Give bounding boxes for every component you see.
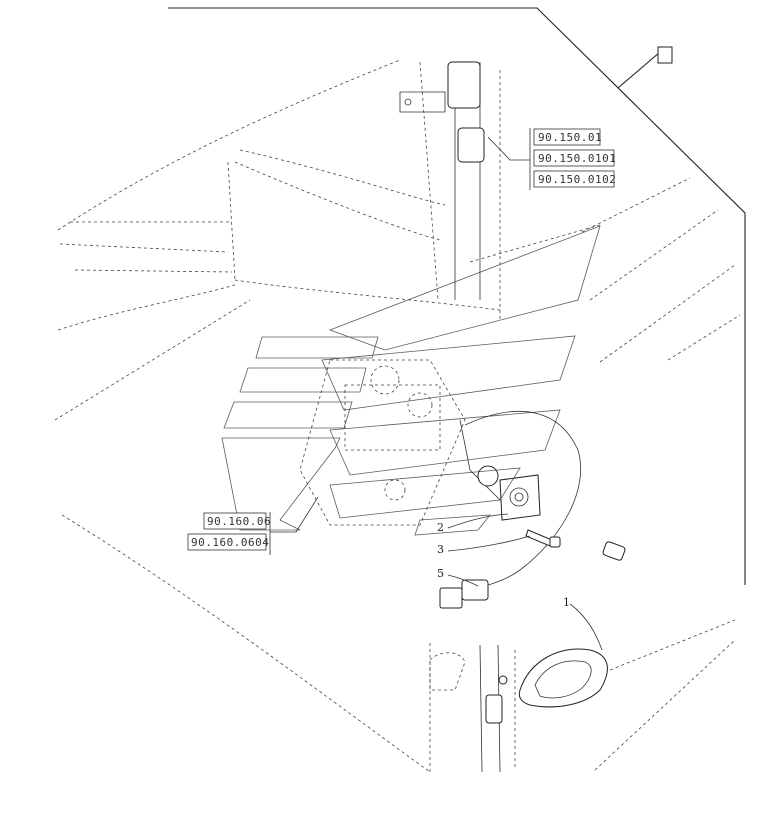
left-ref-1: 90.160.06: [207, 515, 271, 528]
left-ref-2: 90.160.0604: [191, 536, 269, 549]
item-number-5: 5: [437, 567, 444, 580]
socket-plate: [477, 465, 541, 521]
lower-pillar: [429, 644, 516, 773]
cab-ref-1: 90.150.01: [538, 131, 602, 144]
cab-reference-callouts: 90.150.01 90.150.0101 90.150.0102: [487, 128, 616, 190]
left-reference-callouts: 90.160.06 90.160.0604: [187, 496, 319, 555]
cab-pillar: [399, 61, 501, 320]
item-number-1: 1: [563, 596, 570, 609]
cab-frame-outline: [168, 7, 746, 585]
screw: [525, 529, 561, 548]
callout-top-box: [657, 46, 673, 64]
item-number-3: 3: [437, 543, 444, 556]
watermark-logo: [221, 225, 601, 536]
foot-pedal: [518, 541, 652, 708]
item-number-2: 2: [437, 521, 444, 534]
cab-ref-3: 90.150.0102: [538, 173, 616, 186]
cab-ref-2: 90.150.0101: [538, 152, 616, 165]
cable-connector: [439, 579, 489, 609]
cab-roof-outline: [54, 59, 501, 773]
item-leaders: [447, 513, 603, 651]
